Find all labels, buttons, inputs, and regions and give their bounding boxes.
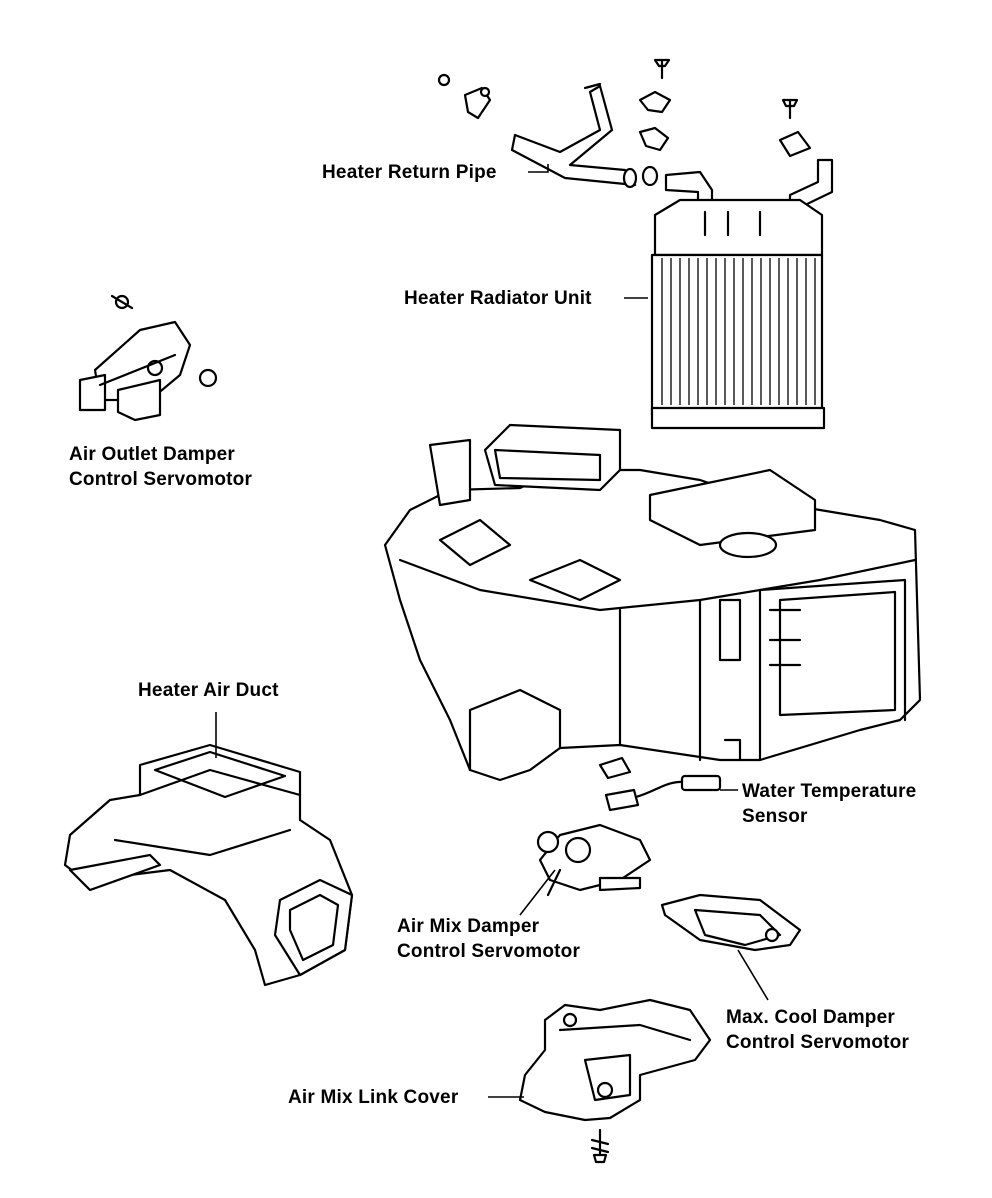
label-air-mix-link-cover: Air Mix Link Cover xyxy=(288,1087,459,1108)
label-heater-radiator-unit: Heater Radiator Unit xyxy=(404,288,592,309)
label-water-temperature-line1: Water Temperature xyxy=(742,781,917,802)
heater-radiator-unit-part xyxy=(650,158,834,430)
label-air-mix-damper-line1: Air Mix Damper xyxy=(397,916,540,937)
water-temperature-sensor-part xyxy=(598,756,722,812)
label-heater-return-pipe: Heater Return Pipe xyxy=(322,162,497,183)
air-outlet-damper-servomotor-part xyxy=(78,294,218,422)
air-mix-damper-servomotor-leader xyxy=(519,869,556,916)
air-mix-link-cover-part xyxy=(518,998,712,1164)
label-air-mix-damper-line2: Control Servomotor xyxy=(397,941,581,962)
label-heater-air-duct: Heater Air Duct xyxy=(138,680,279,701)
heater-case-part xyxy=(383,423,922,782)
label-air-outlet-damper-line2: Control Servomotor xyxy=(69,469,253,490)
air-mix-damper-servomotor-part xyxy=(536,823,652,897)
label-max-cool-damper-line2: Control Servomotor xyxy=(726,1032,910,1053)
heater-return-pipe-part xyxy=(437,58,812,189)
max-cool-damper-servomotor-leader xyxy=(737,949,769,1001)
heater-air-duct-part xyxy=(63,743,354,987)
label-air-outlet-damper-line1: Air Outlet Damper xyxy=(69,444,235,465)
heater-return-pipe-leader xyxy=(528,164,549,173)
label-water-temperature-line2: Sensor xyxy=(742,806,808,827)
max-cool-damper-servomotor-part xyxy=(660,893,802,952)
radiator-fins xyxy=(661,258,816,405)
label-max-cool-damper-line1: Max. Cool Damper xyxy=(726,1007,895,1028)
